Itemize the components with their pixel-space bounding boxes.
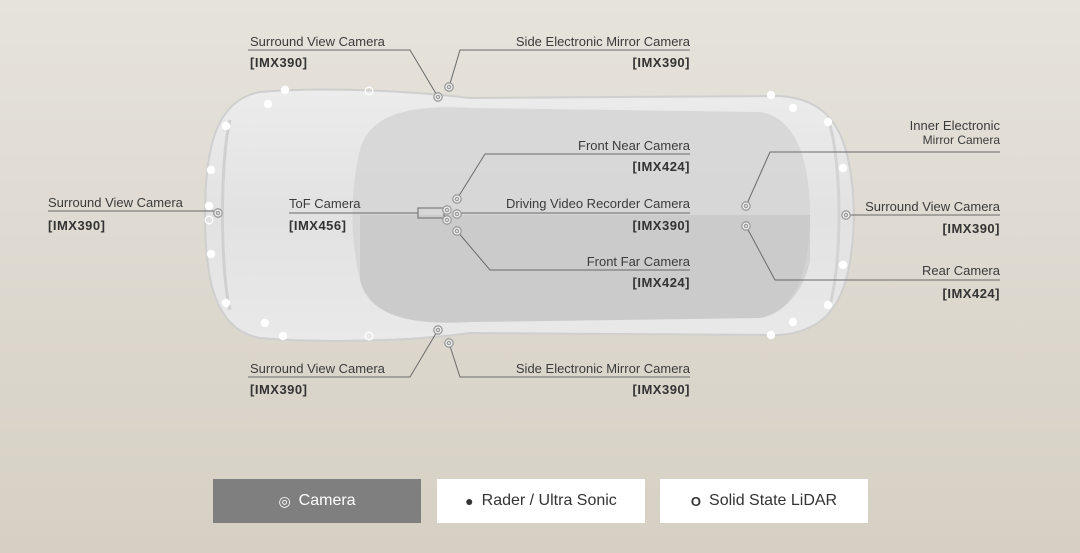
radar-sensor-dot [221,298,231,308]
camera-sensor-marker [444,82,454,92]
camera-sensor-lens [743,223,749,229]
driving-recorder-name: Driving Video Recorder Camera [505,196,690,211]
car-top-view [203,88,856,342]
camera-sensor-lens [454,211,460,217]
camera-sensor-lens [435,94,441,100]
front-near-sensor: [IMX424] [632,159,690,174]
camera-sensor-marker [213,208,223,218]
radar-sensor-dot [788,103,798,113]
legend-radar[interactable]: ● Rader / Ultra Sonic [437,479,645,523]
inner-mirror-name-1: Inner Electronic [909,118,1000,133]
camera-sensor-lens [435,327,441,333]
radar-sensor-dot [260,318,270,328]
radar-sensor-dot [823,117,833,127]
radar-sensor-dot [838,163,848,173]
leader-lines [48,49,1000,378]
side-mirror-top-sensor: [IMX390] [632,55,690,70]
front-far-sensor: [IMX424] [632,275,690,290]
radar-sensor-dot [838,260,848,270]
surround-rear-name: Surround View Camera [865,199,1000,214]
radar-sensor-dot [766,330,776,340]
camera-sensor-marker [741,201,751,211]
camera-sensor-marker [841,210,851,220]
camera-sensor-lens [444,217,450,223]
camera-sensor-marker [442,215,452,225]
camera-sensor-lens [843,212,849,218]
tof-sensor: [IMX456] [289,218,347,233]
camera-ring-icon: ◎ [278,492,291,509]
rear-name: Rear Camera [921,263,1000,278]
camera-sensor-marker [433,92,443,102]
lidar-sensor-ring [364,86,374,96]
radar-sensor-dot [206,165,216,175]
radar-sensor-dot [206,249,216,259]
legend-lidar-label: Solid State LiDAR [709,492,838,509]
side-mirror-bottom-name: Side Electronic Mirror Camera [515,361,690,376]
legend-lidar[interactable]: O Solid State LiDAR [660,479,868,523]
camera-sensor-marker [433,325,443,335]
front-near-name: Front Near Camera [578,138,690,153]
sensor-markers [204,82,851,348]
camera-sensor-marker [452,209,462,219]
hollow-dot-icon: O [690,493,702,509]
radar-sensor-dot [204,201,214,211]
lidar-sensor-ring [364,331,374,341]
radar-sensor-dot [788,317,798,327]
filled-dot-icon: ● [465,493,474,509]
surround-top-name: Surround View Camera [250,34,385,49]
surround-top-sensor: [IMX390] [250,55,308,70]
surround-bottom-name: Surround View Camera [250,361,385,376]
surround-rear-sensor: [IMX390] [942,221,1000,236]
camera-sensor-marker [452,226,462,236]
radar-sensor-dot [280,85,290,95]
camera-sensor-lens [444,207,450,213]
side-mirror-top-name: Side Electronic Mirror Camera [515,34,690,49]
front-far-name: Front Far Camera [586,254,690,269]
camera-sensor-marker [442,205,452,215]
camera-sensor-lens [446,340,452,346]
driving-recorder-sensor: [IMX390] [632,218,690,233]
camera-sensor-marker [444,338,454,348]
surround-front-name: Surround View Camera [48,195,183,210]
inner-mirror-name-2: Mirror Camera [922,133,1000,147]
camera-sensor-lens [743,203,749,209]
legend-radar-label: Rader / Ultra Sonic [481,492,617,509]
legend-camera-label: Camera [298,492,356,509]
lidar-sensor-ring [204,215,214,225]
radar-sensor-dot [766,90,776,100]
camera-sensor-marker [741,221,751,231]
side-mirror-bottom-sensor: [IMX390] [632,382,690,397]
camera-sensor-lens [215,210,221,216]
legend-camera[interactable]: ◎ Camera [213,479,421,523]
radar-sensor-dot [263,99,273,109]
camera-sensor-lens [454,196,460,202]
surround-bottom-sensor: [IMX390] [250,382,308,397]
rear-sensor: [IMX424] [942,286,1000,301]
surround-front-sensor: [IMX390] [48,218,106,233]
radar-sensor-dot [823,300,833,310]
radar-sensor-dot [221,121,231,131]
camera-sensor-marker [452,194,462,204]
tof-name: ToF Camera [289,196,361,211]
camera-sensor-lens [454,228,460,234]
camera-sensor-lens [446,84,452,90]
radar-sensor-dot [278,331,288,341]
